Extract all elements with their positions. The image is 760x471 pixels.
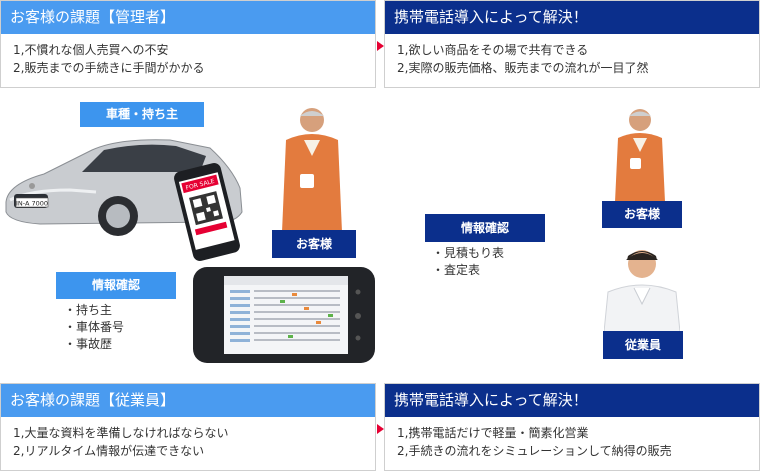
problem-line-2: 2,リアルタイム情報が伝達できない <box>13 444 205 458</box>
arrow-right-icon <box>377 41 384 51</box>
problem-panel-title: お客様の課題【管理者】 <box>1 1 375 34</box>
info-check-label-center: 情報確認 <box>425 214 545 242</box>
problem-panel-body: 1,不慣れな個人売買への不安 2,販売までの手続きに手間がかかる <box>1 34 375 77</box>
list-item: ・見積もり表 <box>432 246 505 260</box>
customer-label-left: お客様 <box>272 230 356 258</box>
phone-sale-illustration: FOR SALE <box>174 163 240 261</box>
solution-line-2: 2,手続きの流れをシミュレーションして納得の販売 <box>397 444 672 458</box>
problem-panel-body: 1,大量な資料を準備しなければならない 2,リアルタイム情報が伝達できない <box>1 417 375 460</box>
info-check-label-left: 情報確認 <box>56 272 176 299</box>
problem-panel-title: お客様の課題【従業員】 <box>1 384 375 417</box>
solution-panel-top: 携帯電話導入によって解決！ 1,欲しい商品をその場で共有できる 2,実際の販売価… <box>384 0 760 88</box>
list-item: ・査定表 <box>432 263 481 277</box>
solution-panel-title: 携帯電話導入によって解決！ <box>385 384 759 417</box>
solution-line-1: 1,欲しい商品をその場で共有できる <box>397 43 589 57</box>
license-plate: IN-A 7000 <box>16 200 48 208</box>
list-item: ・車体番号 <box>64 320 125 334</box>
solution-panel-bottom: 携帯電話導入によって解決！ 1,携帯電話だけで軽量・簡素化営業 2,手続きの流れ… <box>384 383 760 471</box>
solution-line-1: 1,携帯電話だけで軽量・簡素化営業 <box>397 426 589 440</box>
problem-panel-employee: お客様の課題【従業員】 1,大量な資料を準備しなければならない 2,リアルタイム… <box>0 383 376 471</box>
customer-person-right <box>615 109 665 202</box>
problem-panel-manager: お客様の課題【管理者】 1,不慣れな個人売買への不安 2,販売までの手続きに手間… <box>0 0 376 88</box>
problem-line-1: 1,不慣れな個人売買への不安 <box>13 43 169 57</box>
arrow-right-icon <box>377 424 384 434</box>
info-list-center: ・見積もり表 ・査定表 <box>432 245 504 279</box>
solution-panel-title: 携帯電話導入によって解決！ <box>385 1 759 34</box>
info-list-left: ・持ち主 ・車体番号 ・事故歴 <box>64 302 124 353</box>
solution-line-2: 2,実際の販売価格、販売までの流れが一目了然 <box>397 61 649 75</box>
customer-person-left <box>282 108 342 232</box>
employee-label: 従業員 <box>603 331 683 359</box>
solution-panel-body: 1,欲しい商品をその場で共有できる 2,実際の販売価格、販売までの流れが一目了然 <box>385 34 759 77</box>
problem-line-1: 1,大量な資料を準備しなければならない <box>13 426 229 440</box>
car-owner-label: 車種・持ち主 <box>80 102 204 127</box>
employee-person <box>604 250 680 332</box>
list-item: ・事故歴 <box>64 337 113 351</box>
solution-panel-body: 1,携帯電話だけで軽量・簡素化営業 2,手続きの流れをシミュレーションして納得の… <box>385 417 759 460</box>
smartphone-illustration <box>193 267 375 363</box>
problem-line-2: 2,販売までの手続きに手間がかかる <box>13 61 205 75</box>
customer-label-right: お客様 <box>602 201 682 228</box>
list-item: ・持ち主 <box>64 303 113 317</box>
